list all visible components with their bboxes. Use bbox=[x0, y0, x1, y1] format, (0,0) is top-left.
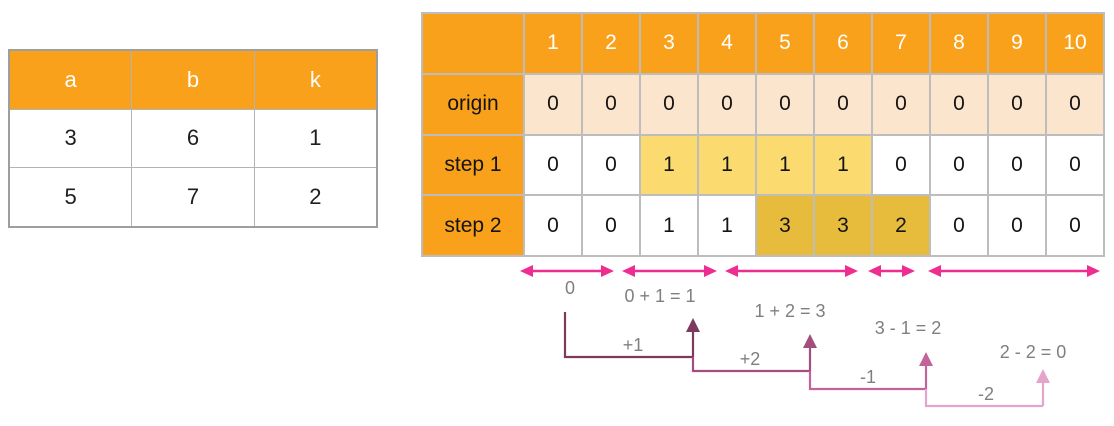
span-arrow-icon bbox=[622, 265, 717, 277]
col-header-3: 3 bbox=[639, 12, 699, 75]
table-cell: 1 bbox=[253, 108, 378, 169]
params-header-b: b bbox=[131, 49, 255, 110]
table-cell: 0 bbox=[523, 133, 583, 197]
col-header-9: 9 bbox=[987, 12, 1047, 75]
span-arrow-icon bbox=[928, 265, 1100, 277]
table-cell: 0 bbox=[581, 72, 641, 136]
table-cell: 6 bbox=[131, 108, 255, 169]
col-header-8: 8 bbox=[929, 12, 989, 75]
col-header-6: 6 bbox=[813, 12, 873, 75]
table-cell: 0 bbox=[813, 72, 873, 136]
table-cell: 0 bbox=[755, 72, 815, 136]
table-cell: 0 bbox=[987, 72, 1047, 136]
delta-label: -2 bbox=[978, 384, 994, 404]
col-header-2: 2 bbox=[581, 12, 641, 75]
table-cell: 2 bbox=[253, 167, 378, 228]
params-header-row: a b k bbox=[8, 49, 378, 110]
table-cell: 0 bbox=[639, 72, 699, 136]
table-cell-highlighted: 1 bbox=[813, 133, 873, 197]
index-header-row: 1 2 3 4 5 6 7 8 9 10 bbox=[421, 12, 1105, 75]
segment-label: 2 - 2 = 0 bbox=[1000, 342, 1067, 362]
table-cell-highlighted: 1 bbox=[755, 133, 815, 197]
table-row: 5 7 2 bbox=[8, 167, 378, 228]
segment-label: 1 + 2 = 3 bbox=[754, 301, 825, 321]
diff-array-table: 1 2 3 4 5 6 7 8 9 10 origin 0 0 0 0 0 0 … bbox=[421, 12, 1105, 257]
table-cell: 1 bbox=[639, 194, 699, 257]
table-cell: 0 bbox=[581, 194, 641, 257]
table-cell: 3 bbox=[8, 108, 133, 169]
table-cell: 5 bbox=[8, 167, 133, 228]
table-cell: 7 bbox=[131, 167, 255, 228]
delta-label: -1 bbox=[860, 367, 876, 387]
row-label-step1: step 1 bbox=[421, 133, 525, 197]
span-arrow-icon bbox=[520, 265, 614, 277]
table-cell: 0 bbox=[1045, 133, 1105, 197]
table-cell: 0 bbox=[929, 133, 989, 197]
params-header-a: a bbox=[8, 49, 133, 110]
table-cell: 0 bbox=[929, 194, 989, 257]
col-header-7: 7 bbox=[871, 12, 931, 75]
table-cell: 0 bbox=[697, 72, 757, 136]
table-cell: 0 bbox=[987, 194, 1047, 257]
step2-row: step 2 0 0 1 1 3 3 2 0 0 0 bbox=[421, 194, 1105, 257]
table-cell-highlighted: 3 bbox=[813, 194, 873, 257]
step-bracket-arrow-icon bbox=[808, 352, 933, 391]
params-header-k: k bbox=[253, 49, 378, 110]
col-header-1: 1 bbox=[523, 12, 583, 75]
table-cell: 0 bbox=[523, 194, 583, 257]
segment-label: 0 + 1 = 1 bbox=[624, 286, 695, 306]
table-cell-highlighted: 3 bbox=[755, 194, 815, 257]
step-bracket-arrow-icon bbox=[924, 369, 1050, 408]
annotation-diagram: 0 0 + 1 = 1 1 + 2 = 3 3 - 1 = 2 2 - 2 = … bbox=[520, 265, 1100, 408]
table-cell: 0 bbox=[929, 72, 989, 136]
table-cell: 0 bbox=[581, 133, 641, 197]
table-cell-highlighted: 1 bbox=[639, 133, 699, 197]
row-label-origin: origin bbox=[421, 72, 525, 136]
table-cell: 0 bbox=[523, 72, 583, 136]
origin-row: origin 0 0 0 0 0 0 0 0 0 0 bbox=[421, 72, 1105, 136]
step1-row: step 1 0 0 1 1 1 1 0 0 0 0 bbox=[421, 133, 1105, 197]
table-cell: 0 bbox=[871, 72, 931, 136]
span-arrow-icon bbox=[725, 265, 858, 277]
segment-label: 3 - 1 = 2 bbox=[875, 318, 942, 338]
table-cell: 1 bbox=[697, 194, 757, 257]
delta-label: +1 bbox=[623, 335, 644, 355]
step-bracket-arrow-icon bbox=[691, 334, 817, 373]
table-cell-highlighted: 2 bbox=[871, 194, 931, 257]
table-cell: 0 bbox=[1045, 72, 1105, 136]
corner-cell bbox=[421, 12, 525, 75]
table-cell-highlighted: 1 bbox=[697, 133, 757, 197]
delta-label: +2 bbox=[740, 349, 761, 369]
step-bracket-arrow-icon bbox=[563, 312, 700, 359]
params-table: a b k 3 6 1 5 7 2 bbox=[8, 49, 378, 228]
span-arrow-icon bbox=[868, 265, 915, 277]
col-header-10: 10 bbox=[1045, 12, 1105, 75]
col-header-4: 4 bbox=[697, 12, 757, 75]
segment-label: 0 bbox=[565, 278, 575, 298]
table-cell: 0 bbox=[987, 133, 1047, 197]
col-header-5: 5 bbox=[755, 12, 815, 75]
table-cell: 0 bbox=[871, 133, 931, 197]
row-label-step2: step 2 bbox=[421, 194, 525, 257]
table-row: 3 6 1 bbox=[8, 108, 378, 169]
table-cell: 0 bbox=[1045, 194, 1105, 257]
